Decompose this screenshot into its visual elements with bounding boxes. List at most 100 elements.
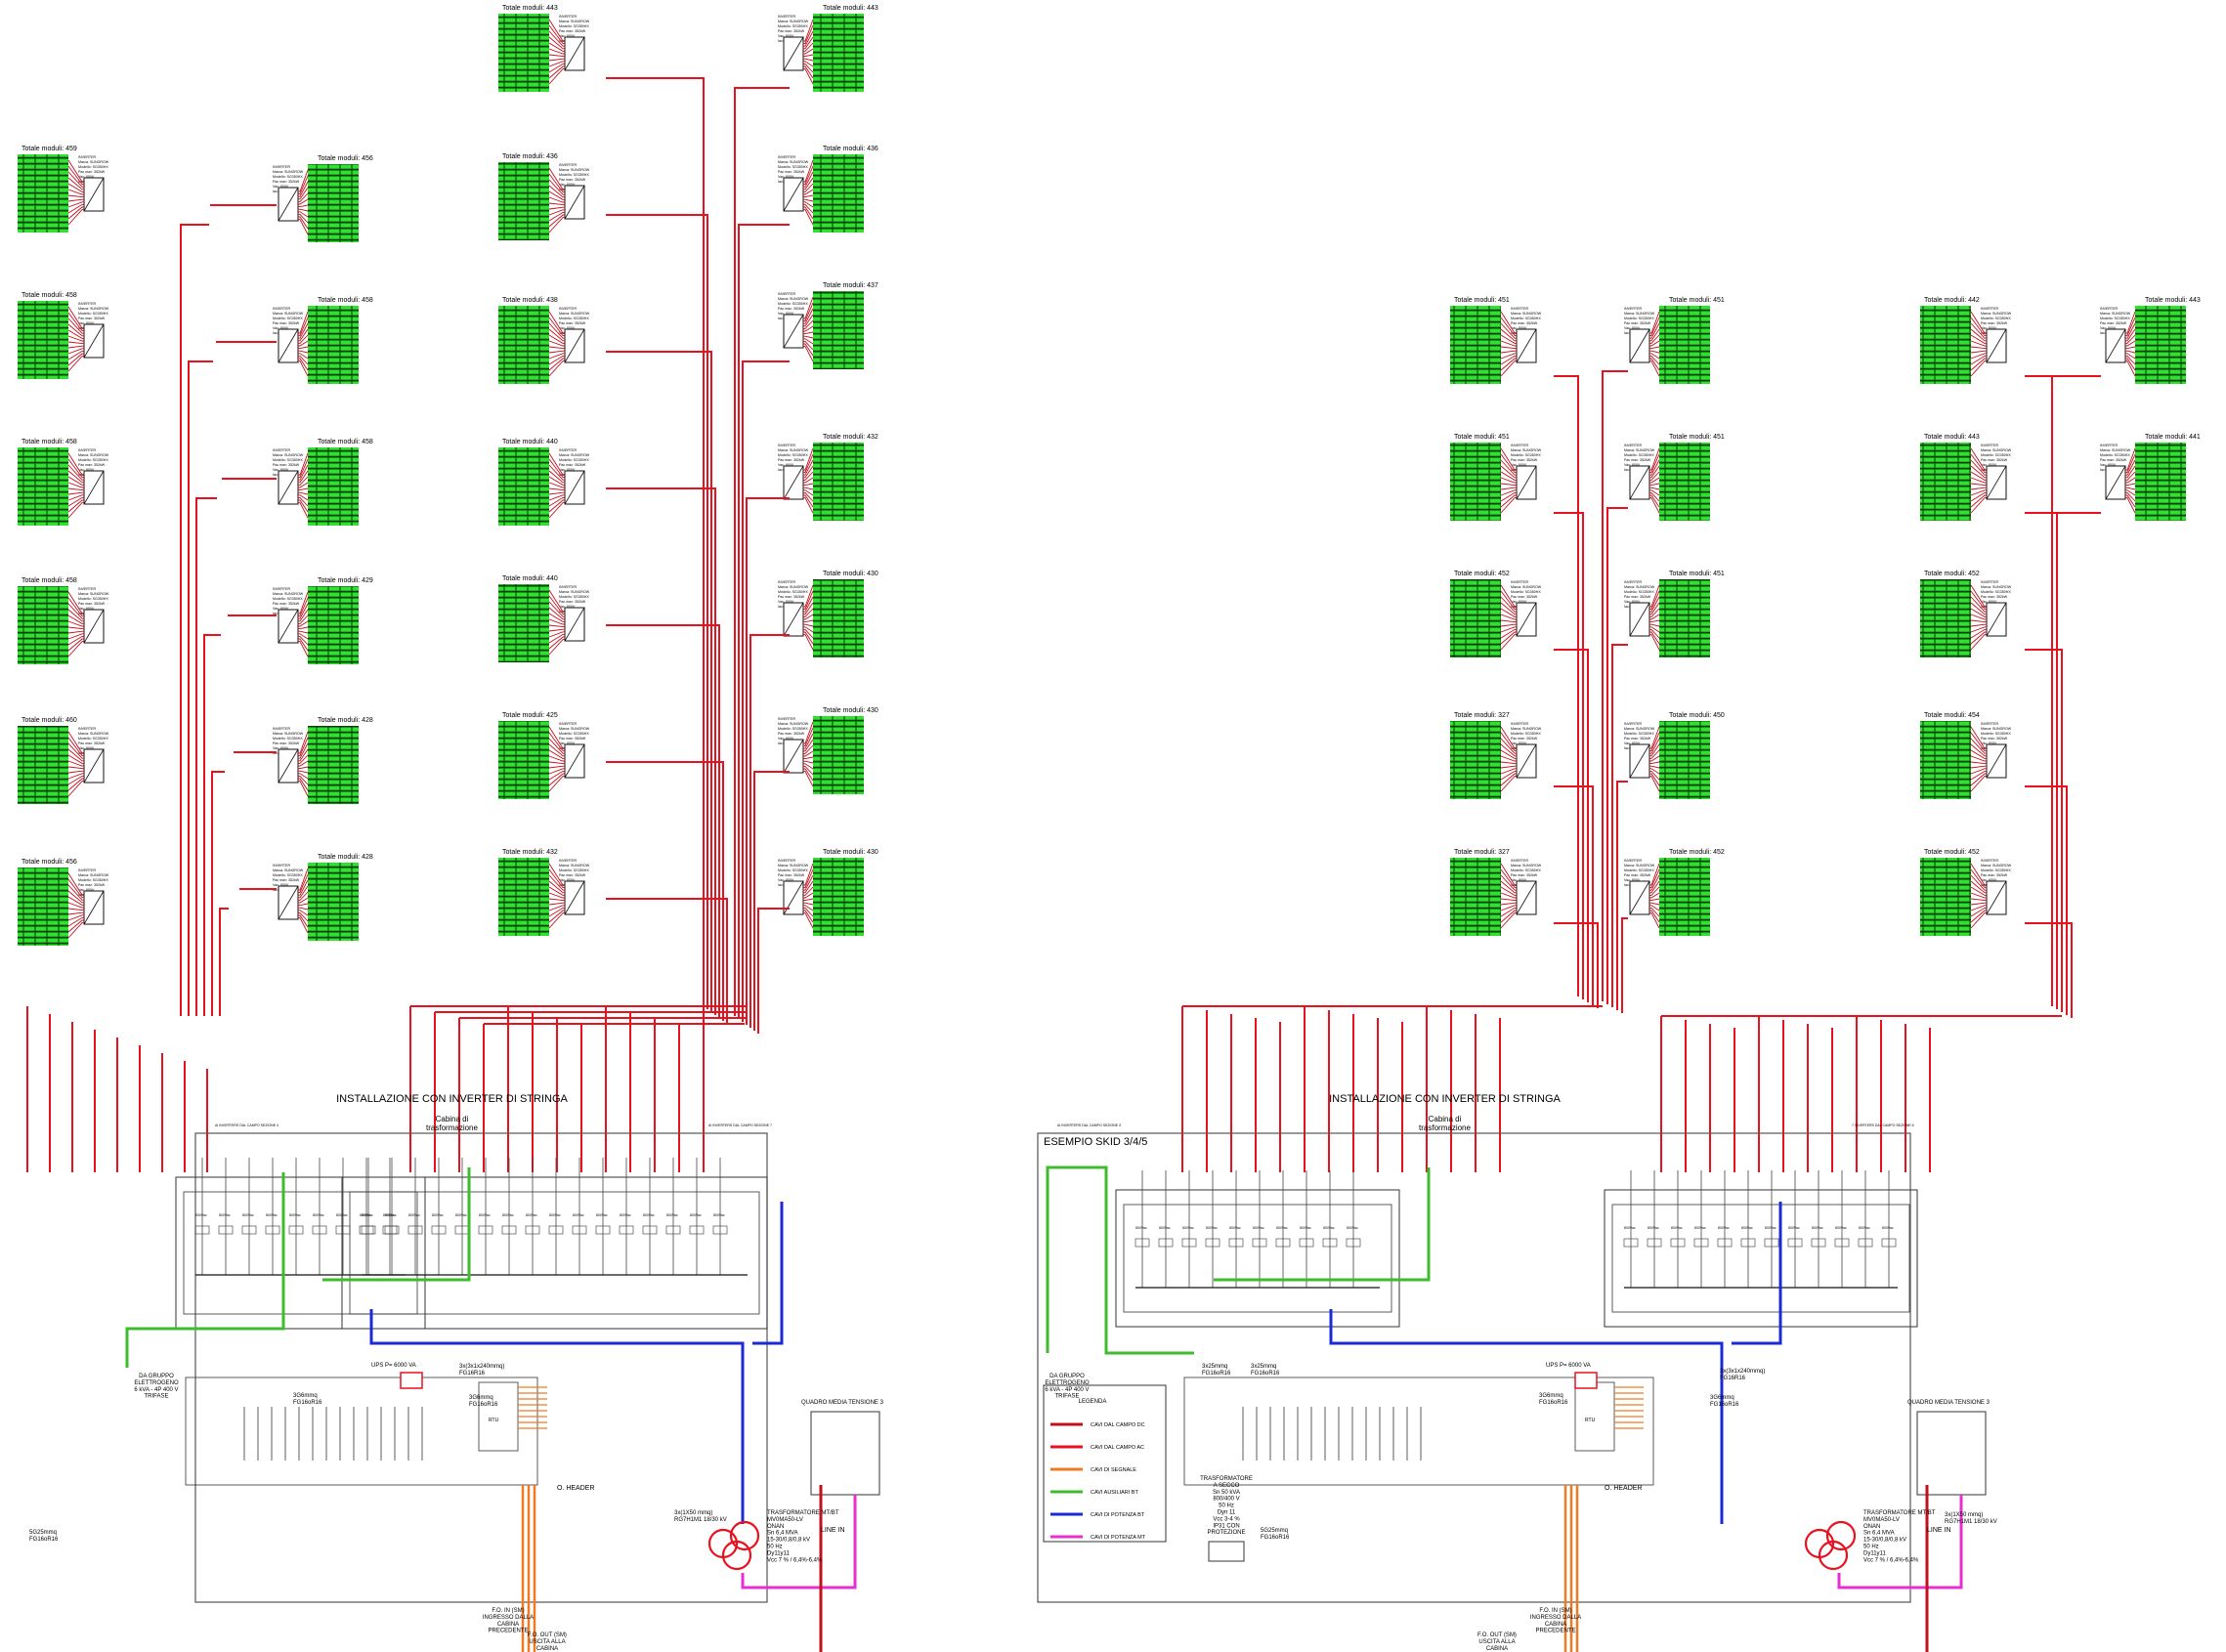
inverter-spec: Marca: SUNGROW: [1981, 448, 2012, 452]
inverter-spec: Modello: SG350HX: [778, 302, 808, 306]
string-wire: [548, 628, 565, 632]
string-wire: [1970, 453, 1987, 474]
string-wire: [67, 896, 84, 906]
string-wire: [1500, 602, 1517, 615]
string-wire: [548, 874, 565, 891]
string-wire: [1500, 907, 1517, 917]
string-wire: [298, 311, 309, 334]
inverter-spec: Marca: SUNGROW: [2100, 448, 2131, 452]
breaker-rating: 800Vac: [1229, 1226, 1241, 1230]
string-wire: [67, 609, 84, 622]
inverter-spec: Modello: SG350HX: [1624, 317, 1654, 320]
breaker-rating: 800Vac: [289, 1213, 301, 1217]
inverter-spec: Marca: SUNGROW: [1624, 448, 1655, 452]
inverter-spec: INVERTER: [778, 292, 796, 296]
inverter-spec: Vac: 800V: [78, 746, 95, 750]
string-wire: [1970, 634, 1987, 651]
string-wire: [1500, 590, 1517, 611]
string-wire: [1970, 483, 1987, 487]
string-wire: [298, 731, 309, 754]
string-wire: [803, 863, 814, 886]
string-wire: [298, 910, 309, 916]
string-wire: [67, 884, 84, 901]
inverter-spec: Marca: SUNGROW: [559, 20, 590, 23]
inverter-spec: Pac max: 352kW: [1624, 321, 1651, 325]
string-wire: [2125, 322, 2136, 339]
string-wire: [2125, 483, 2136, 487]
string-wire: [298, 464, 309, 481]
string-wire: [1649, 912, 1660, 929]
string-wire: [548, 601, 565, 617]
array-total-label: Totale moduli: 460: [21, 717, 77, 724]
string-wire: [67, 597, 84, 617]
inverter-spec: Marca: SUNGROW: [1981, 312, 2012, 316]
string-wire: [548, 639, 565, 656]
string-wire: [548, 755, 565, 762]
breaker-rating: 800Vac: [1859, 1226, 1870, 1230]
string-wire: [298, 353, 309, 360]
string-wire: [298, 760, 309, 767]
string-wire: [548, 482, 565, 488]
string-wire: [548, 311, 565, 334]
inverter-spec: Pac max: 352kW: [273, 602, 300, 606]
string-wire: [548, 905, 565, 911]
inverter-spec: INVERTER: [273, 587, 291, 591]
string-wire: [298, 187, 309, 200]
string-wire: [2125, 447, 2136, 471]
breaker-rating: 800Vac: [549, 1213, 561, 1217]
string-wire: [803, 739, 814, 752]
inverter-spec: INVERTER: [1981, 580, 1999, 584]
inverter-spec: Modello: SG350HX: [78, 878, 108, 882]
inverter-diagonal: [1629, 328, 1650, 363]
string-wire: [1649, 726, 1660, 749]
string-wire: [803, 602, 814, 615]
string-wire: [1970, 355, 1987, 365]
string-wire: [803, 634, 814, 651]
string-wire: [2125, 471, 2136, 481]
string-wire: [803, 48, 814, 55]
inverter-spec: Modello: SG350HX: [1624, 732, 1654, 736]
pv-panels: [1920, 443, 1971, 521]
array-total-label: Totale moduli: 454: [1924, 712, 1980, 719]
ac-cable: [2025, 649, 2063, 1012]
string-wire: [298, 502, 309, 519]
string-wire: [1500, 912, 1517, 929]
string-wire: [1649, 749, 1660, 759]
inverter-spec: Modello: SG350HX: [559, 317, 589, 320]
inverter-spec: Vac: 800V: [78, 607, 95, 611]
string-wire: [67, 919, 84, 933]
string-wire: [1649, 907, 1660, 917]
string-wire: [803, 721, 814, 744]
string-wire: [298, 175, 309, 195]
string-wire: [1970, 863, 1987, 886]
inverter-spec: Vac: 800V: [2100, 326, 2117, 330]
inverter-spec: INVERTER: [1624, 722, 1643, 726]
string-wire: [298, 328, 309, 342]
string-wire: [1500, 355, 1517, 365]
pv-panels: [1450, 443, 1501, 521]
transformer-winding: [1818, 1540, 1849, 1571]
string-wire: [1970, 334, 1987, 344]
string-wire: [1500, 905, 1517, 911]
inverter-spec: Modello: SG350HX: [78, 312, 108, 316]
pv-panels: [308, 586, 359, 664]
inverter-spec: Vac: 800V: [78, 321, 95, 325]
string-wire: [548, 42, 565, 52]
inverter-spec: Vac: 800V: [273, 883, 289, 887]
inverter-diagonal: [564, 743, 585, 779]
string-wire: [67, 201, 84, 208]
string-wire: [1970, 317, 1987, 337]
string-wire: [1649, 863, 1660, 886]
pv-panels: [308, 164, 359, 242]
string-wire: [298, 897, 309, 904]
string-wire: [1500, 487, 1517, 490]
ac-cable: [2025, 785, 2068, 1015]
string-wire: [803, 183, 814, 192]
inverter-spec: Pac max: 352kW: [778, 595, 805, 599]
